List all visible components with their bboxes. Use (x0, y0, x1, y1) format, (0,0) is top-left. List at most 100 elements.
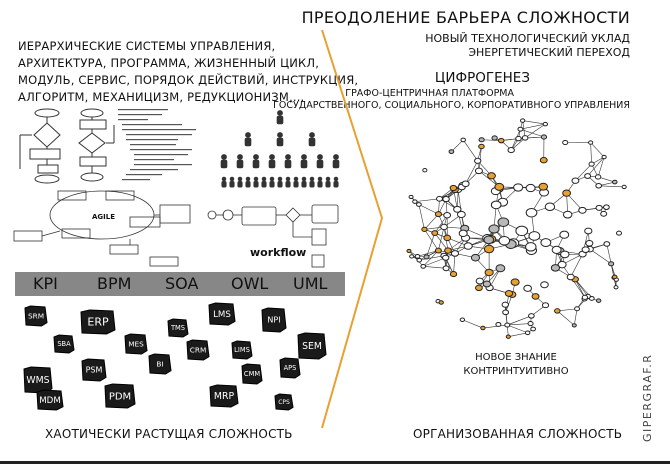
bottom-divider (0, 461, 670, 464)
sphere-node (601, 154, 607, 160)
stone-shape (148, 353, 172, 375)
sphere-node (450, 250, 460, 257)
workflow-label: workflow (250, 246, 307, 259)
stone-label: MRP (214, 391, 235, 402)
sphere-edge (606, 243, 612, 264)
sphere-edge (451, 139, 464, 152)
stone-shape (297, 332, 327, 360)
person-icon (309, 132, 315, 138)
sphere-node (453, 205, 462, 213)
sphere-edge (508, 332, 528, 337)
sphere-node (460, 137, 466, 143)
sphere-node (581, 246, 590, 254)
sphere-edge (522, 120, 546, 125)
person-icon (317, 154, 323, 160)
person-icon (301, 176, 307, 182)
sphere-node (449, 184, 458, 192)
person-body (276, 137, 284, 147)
sphere-node (585, 239, 594, 247)
sphere-node (484, 268, 494, 277)
diagram-collage: AGILE (13, 108, 340, 268)
sphere-node (595, 298, 602, 303)
person-icon (325, 176, 331, 182)
sphere-node (491, 135, 498, 141)
sphere-edge (507, 315, 532, 326)
sphere-node (613, 285, 619, 290)
person-body (300, 159, 308, 169)
person-body (277, 180, 283, 188)
stone-shape (80, 309, 116, 335)
sphere-node (513, 183, 524, 192)
sphere-node (540, 238, 552, 247)
sphere-node (434, 247, 442, 254)
person-icon (277, 176, 283, 182)
sphere-edge (589, 248, 612, 264)
platform-line-2: ГОСУДАРСТВЕННОГО, СОЦИАЛЬНОГО, КОРПОРАТИ… (273, 100, 630, 111)
sphere-node (457, 210, 466, 219)
person-icon (245, 132, 251, 138)
hierarchy-list: ИЕРАРХИЧЕСКИЕ СИСТЕМЫ УПРАВЛЕНИЯ, АРХИТЕ… (18, 38, 358, 106)
person-body (261, 180, 267, 188)
code-block (118, 109, 196, 181)
sphere-edge (423, 266, 447, 269)
sphere-node (475, 284, 483, 292)
person-icon (269, 154, 275, 160)
stone-label: TMS (170, 324, 185, 332)
sphere-node (528, 231, 541, 241)
person-body (245, 180, 251, 188)
acronym-soa: SOA (165, 274, 199, 293)
sphere-node (416, 257, 423, 263)
sphere-node (443, 234, 452, 242)
person-body (325, 180, 331, 188)
acronym-bpm: BPM (97, 274, 132, 293)
stone-label: SEM (302, 341, 322, 352)
person-icon (261, 176, 267, 182)
sphere-edge (507, 323, 531, 326)
sphere-node (542, 121, 548, 127)
sphere-node (414, 254, 421, 259)
sphere-edge (520, 123, 546, 130)
sphere-node (436, 195, 443, 202)
sphere-node (510, 278, 520, 286)
sphere-edge (570, 253, 583, 278)
person-body (244, 137, 252, 147)
stone-label: LIMS (234, 346, 250, 354)
sphere-node (541, 302, 550, 309)
sphere-node (408, 194, 414, 200)
sphere-edge (482, 324, 508, 329)
sphere-edge (423, 257, 446, 267)
sphere-node (504, 322, 511, 328)
person-icon (229, 176, 235, 182)
counterintuitive-caption: КОНТРИНТУИТИВНО (463, 366, 569, 377)
sphere-node (530, 326, 536, 332)
stone-label: SBA (57, 340, 71, 348)
stone-label: MES (128, 339, 144, 348)
sphere-node (474, 167, 483, 175)
stone-label: SRM (28, 311, 44, 320)
sphere-node (517, 126, 524, 132)
person-icon (285, 176, 291, 182)
sphere-node (584, 227, 593, 235)
stone-label: CMM (244, 370, 260, 378)
sphere-edge (414, 198, 440, 202)
network-sphere (406, 118, 627, 339)
sphere-node (562, 189, 572, 197)
sphere-node (528, 313, 535, 319)
flowchart-middle (78, 108, 115, 182)
workflow-diagram (207, 204, 339, 268)
stone-label: PDM (109, 391, 131, 402)
sphere-node (588, 140, 594, 145)
sphere-node (621, 184, 627, 190)
person-body (252, 159, 260, 169)
sphere-node (594, 174, 602, 180)
sphere-edge (434, 232, 449, 251)
sphere-edge (462, 319, 484, 329)
person-body (316, 159, 324, 169)
subtitle-energy-transition: ЭНЕРГЕТИЧЕСКИЙ ПЕРЕХОД (468, 46, 630, 59)
stone-label: CPS (278, 399, 290, 406)
sphere-edge (465, 160, 478, 184)
sphere-node (423, 254, 430, 260)
sphere-edge (423, 250, 439, 267)
acronym-uml: UML (293, 274, 328, 293)
sphere-edge (574, 279, 586, 298)
